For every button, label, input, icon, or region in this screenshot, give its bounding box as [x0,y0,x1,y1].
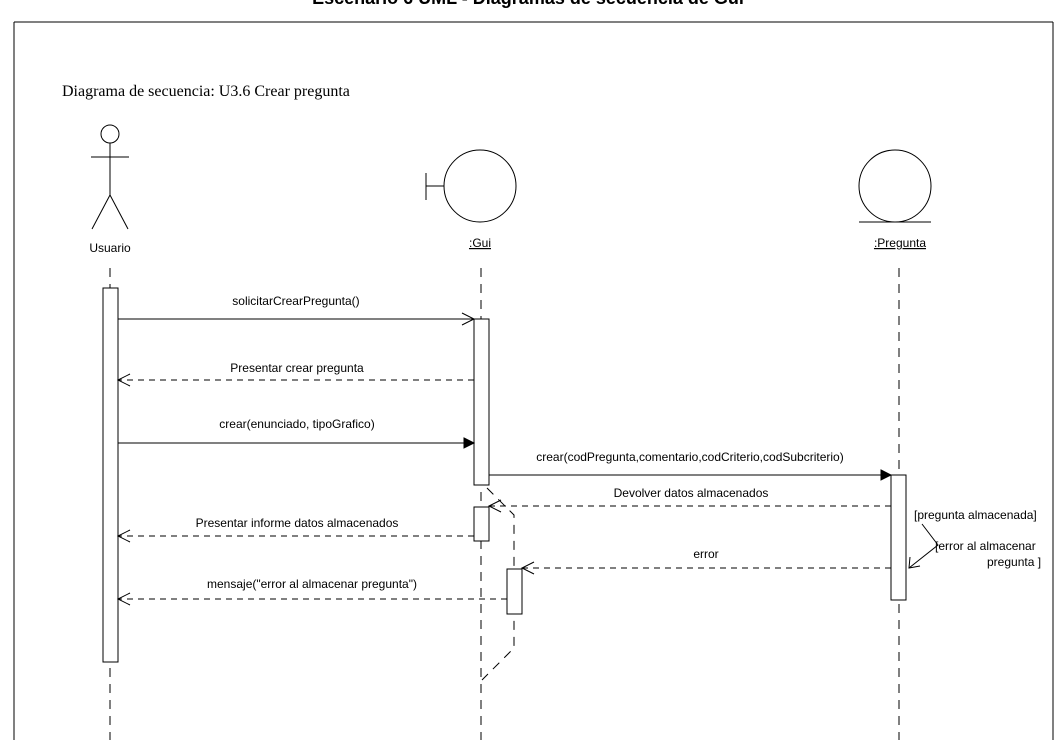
guard-conditions: [pregunta almacenada] [error al almacena… [914,508,1041,569]
boundary-circle [443,149,517,223]
actor-usuario: Usuario [89,124,131,255]
participant-label-pregunta: :Pregunta [874,236,926,250]
message-label-solicitar: solicitarCrearPregunta() [232,294,359,308]
diagram-frame [13,21,1054,740]
arrowhead-solicitar [461,312,476,326]
actor-right-leg [109,194,129,230]
guard-success: [pregunta almacenada] [914,508,1037,522]
participant-label-usuario: Usuario [89,241,131,255]
arrowhead-error [520,561,535,575]
entity-circle [858,149,932,223]
actor-head [100,124,120,144]
message-label-crear: crear(enunciado, tipoGrafico) [219,417,374,431]
activation-gui-success [473,506,490,542]
guard-error-line1: [error al almacenar [935,539,1036,553]
arrowhead-crear [463,437,476,449]
guard-branch-arrowhead [908,556,921,569]
arrowhead-presentar-informe [116,529,131,543]
message-label-devolver: Devolver datos almacenados [614,486,769,500]
message-labels: solicitarCrearPregunta() Presentar crear… [196,294,844,591]
actor-left-leg [91,194,111,230]
arrowhead-devolver [487,499,502,513]
message-label-presentar-informe: Presentar informe datos almacenados [196,516,399,530]
diagram-title: Diagrama de secuencia: U3.6 Crear pregun… [62,83,350,100]
message-label-mensaje-error: mensaje("error al almacenar pregunta") [207,577,417,591]
message-label-crear-pregunta: crear(codPregunta,comentario,codCriterio… [536,450,843,464]
guard-branch-arrow [908,523,939,569]
activation-pregunta [890,474,907,601]
message-arrows [116,312,939,606]
activations [102,287,907,663]
activation-gui-main [473,318,490,486]
activation-gui-error [506,568,523,615]
lifelines [109,268,900,740]
participant-label-gui: :Gui [469,236,491,250]
arrowhead-presentar-crear [116,373,131,387]
message-label-error: error [693,547,718,561]
entity-pregunta: :Pregunta [858,149,932,250]
arrowhead-mensaje-error [116,592,131,606]
activation-usuario [102,287,119,663]
arrowhead-crear-pregunta [880,469,893,481]
guard-error-line2: pregunta ] [987,555,1041,569]
message-label-presentar-crear: Presentar crear pregunta [230,361,364,375]
boundary-gui: :Gui [425,149,517,250]
page-heading: Escenario 6 UML - Diagramas de secuencia… [312,0,744,8]
